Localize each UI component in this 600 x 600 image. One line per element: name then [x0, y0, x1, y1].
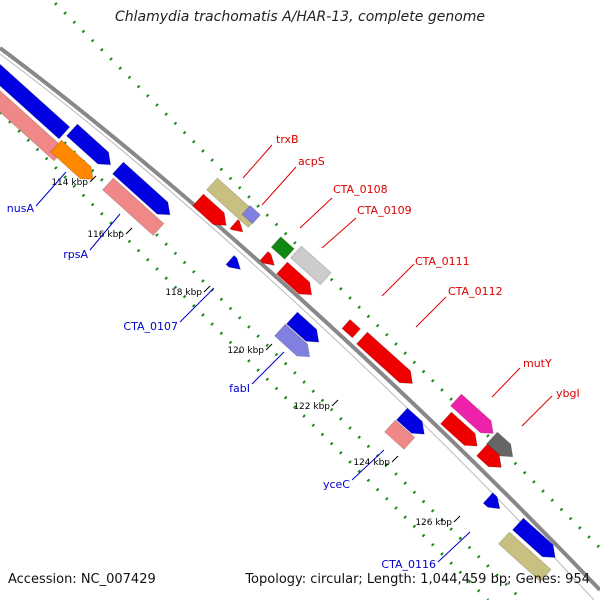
reverse-label-leader	[351, 449, 385, 481]
scale-tick-label: 122 kbp	[293, 402, 330, 412]
reverse-label-leader	[437, 531, 471, 563]
gene-feature-blue-2[interactable]	[65, 123, 112, 166]
gene-feature-blue-7[interactable]	[482, 492, 501, 510]
gene-feature-silver[interactable]	[289, 245, 332, 286]
reverse-label-leader	[35, 171, 67, 207]
forward-label-leader	[299, 197, 333, 229]
map-title: Chlamydia trachomatis A/HAR-13, complete…	[114, 9, 486, 25]
scale-tick-label: 124 kbp	[353, 458, 390, 468]
gene-feature-salmon-3[interactable]	[383, 419, 416, 451]
gene-feature-gray[interactable]	[485, 431, 514, 458]
gene-feature-salmon-1[interactable]	[0, 89, 66, 162]
forward-gene-label[interactable]: CTA_0112	[448, 285, 503, 298]
gene-feature-salmon-2[interactable]	[101, 177, 165, 237]
forward-gene-label[interactable]: acpS	[298, 155, 325, 168]
gene-feature-olive-2[interactable]	[497, 531, 552, 583]
reverse-label-leader	[179, 287, 215, 323]
forward-gene-label[interactable]: CTA_0108	[333, 183, 388, 196]
accession-text: Accession: NC_007429	[8, 572, 156, 587]
gene-feature-red-2[interactable]	[229, 218, 244, 233]
forward-gene-labels: trxB acpS CTA_0108CTA_0109CTA_0111CTA_0112…	[242, 133, 580, 427]
scale-tick-label: 120 kbp	[227, 346, 264, 356]
genome-summary-text: Topology: circular; Length: 1,044,459 bp…	[245, 572, 590, 587]
reverse-gene-label[interactable]: CTA_0107	[123, 320, 178, 333]
genome-backbone-inner	[0, 53, 595, 600]
forward-strand-features	[191, 177, 514, 468]
scale-tick-label: 114 kbp	[51, 178, 88, 188]
gene-feature-red-3[interactable]	[259, 250, 276, 267]
gene-feature-blue-6[interactable]	[395, 407, 425, 435]
reverse-gene-label[interactable]: nusA	[7, 202, 35, 215]
forward-gene-label[interactable]: mutY	[523, 357, 552, 370]
scale-tick-label: 116 kbp	[87, 230, 124, 240]
reverse-gene-labels: nusA rpsA CTA_0107 fabI yceC CTA_0116	[7, 171, 471, 571]
gene-feature-red-6[interactable]	[355, 331, 414, 385]
reverse-label-leader	[89, 213, 121, 251]
gene-feature-red-7[interactable]	[439, 411, 478, 447]
reverse-gene-label[interactable]: fabI	[229, 382, 250, 395]
forward-gene-label[interactable]: trxB	[276, 133, 299, 146]
scale-tick-label: 126 kbp	[415, 518, 452, 528]
reverse-strand-features	[0, 60, 556, 583]
forward-label-leader	[491, 367, 521, 398]
gene-feature-periwinkle-2[interactable]	[241, 204, 262, 225]
forward-label-leader	[381, 263, 415, 297]
reverse-gene-label[interactable]: rpsA	[63, 248, 88, 261]
gene-feature-blue-3[interactable]	[111, 161, 171, 216]
forward-gene-label[interactable]: CTA_0109	[357, 204, 412, 217]
gene-feature-blue-4[interactable]	[225, 254, 242, 271]
gene-feature-periwinkle-1[interactable]	[273, 323, 311, 358]
reverse-gene-label[interactable]: CTA_0116	[381, 558, 436, 571]
outer-dotted-ring-2	[0, 76, 522, 600]
scale-tick-mark	[453, 515, 461, 523]
scale-tick-mark	[125, 227, 133, 235]
gene-feature-blue-8[interactable]	[511, 517, 556, 559]
reverse-label-leader	[251, 351, 285, 385]
gene-feature-red-5[interactable]	[341, 318, 362, 339]
gene-feature-red-8[interactable]	[475, 443, 502, 468]
scale-tick-mark	[391, 455, 399, 463]
gene-feature-magenta[interactable]	[449, 393, 494, 435]
scale-tick-label: 118 kbp	[165, 288, 202, 298]
gene-feature-green[interactable]	[270, 236, 295, 260]
gene-feature-blue-1[interactable]	[0, 60, 71, 140]
gene-feature-red-1[interactable]	[191, 193, 227, 226]
scale-tick-mark	[89, 175, 97, 183]
forward-label-leader	[521, 395, 553, 427]
gene-feature-red-4[interactable]	[275, 261, 313, 296]
genome-backbone	[0, 46, 600, 592]
scale-tick-mark	[331, 399, 339, 407]
scale-tick-mark	[203, 285, 211, 293]
forward-label-leader	[415, 296, 447, 328]
forward-label-leader	[242, 144, 273, 179]
gene-feature-orange[interactable]	[49, 139, 94, 181]
scale-tick-mark	[265, 343, 273, 351]
reverse-gene-label[interactable]: yceC	[323, 478, 350, 491]
forward-label-leader	[321, 217, 357, 249]
forward-label-leader	[261, 166, 297, 206]
forward-gene-label[interactable]: CTA_0111	[415, 255, 470, 268]
forward-gene-label[interactable]: ybgI	[556, 387, 580, 400]
scale-ticks: 114 kbp 116 kbp 118 kbp 120 kbp 122 kbp 124 k…	[51, 175, 461, 528]
gene-feature-blue-5[interactable]	[285, 311, 320, 343]
